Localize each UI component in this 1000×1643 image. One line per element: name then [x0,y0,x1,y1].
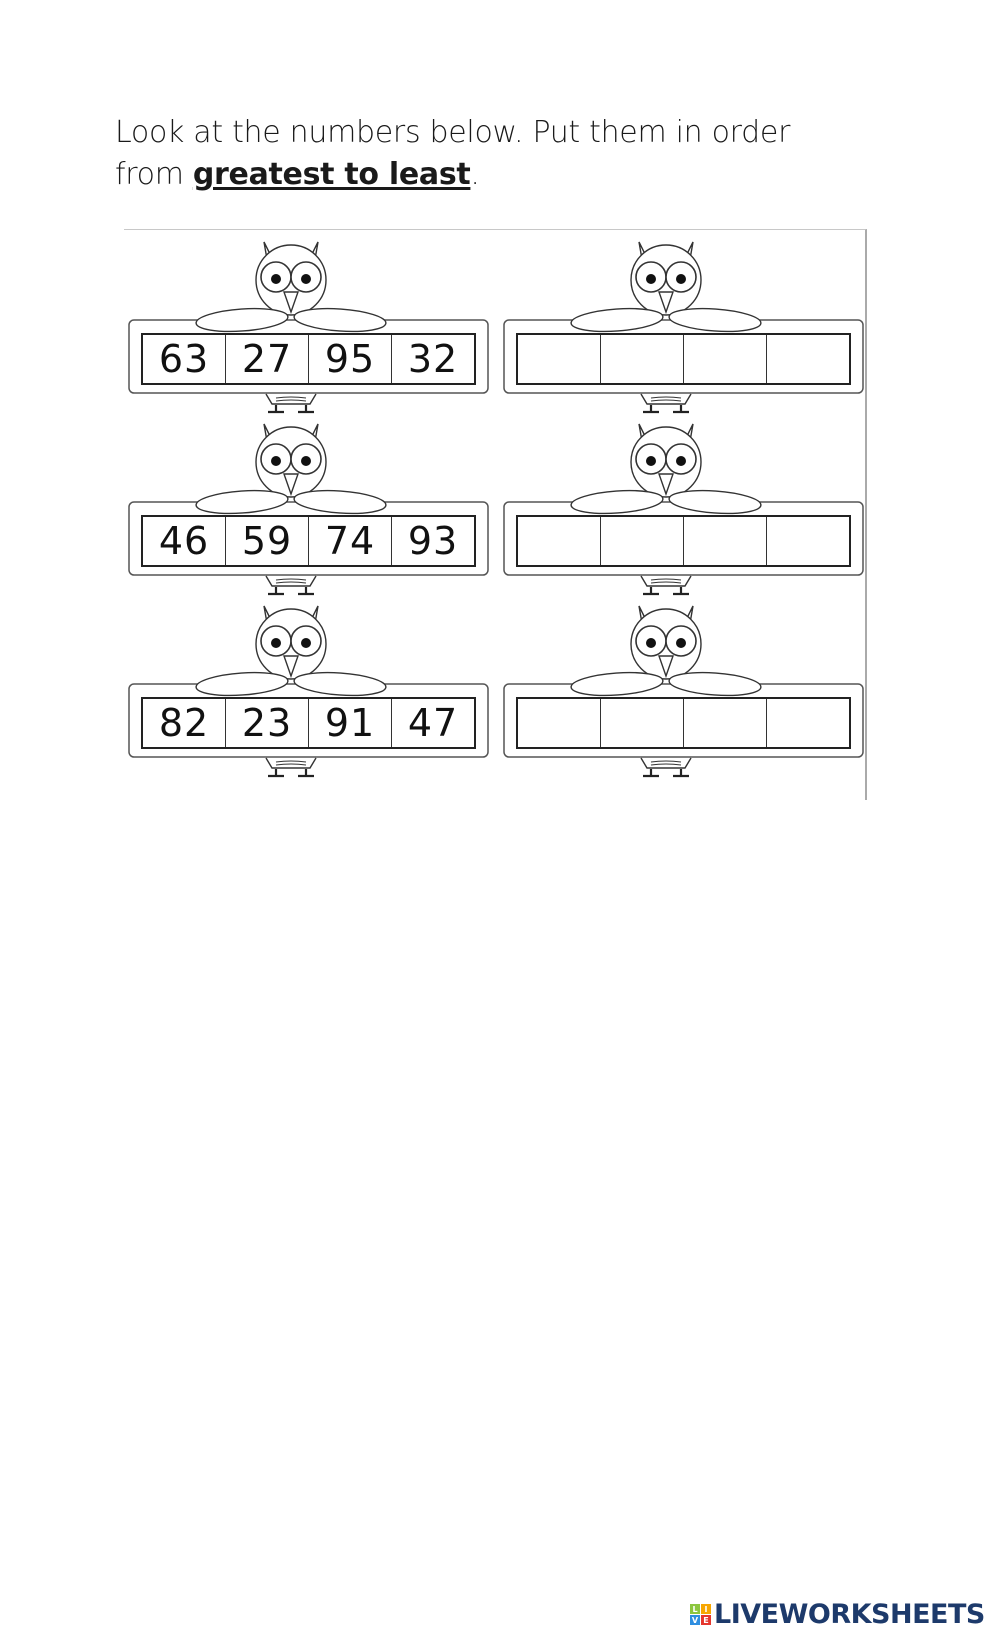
logo-tile: L [690,1604,700,1614]
given-numbers-board: 46 59 74 93 [141,515,476,567]
answer-cell [684,517,767,565]
answer-input-1[interactable] [518,517,600,565]
answer-cell [767,699,849,747]
answer-board [516,333,851,385]
given-number: 74 [309,517,392,565]
liveworksheets-logo: L I V E LIVEWORKSHEETS [690,1599,985,1630]
exercise-row-2: 46 59 74 93 [0,414,1000,599]
given-number: 63 [143,335,226,383]
answer-board [516,515,851,567]
given-number: 47 [407,701,459,745]
answer-cell [767,335,849,383]
answer-owl [501,414,865,599]
instruction-line-2: from greatest to least. [115,154,855,196]
answer-cell [601,517,684,565]
logo-tile: V [690,1615,700,1625]
answer-board [516,697,851,749]
answer-input-4[interactable] [767,335,849,383]
answer-cell [518,335,601,383]
given-numbers-board: 63 27 95 32 [141,333,476,385]
logo-tile: I [701,1604,711,1614]
instruction-suffix: . [470,157,480,192]
given-number: 91 [309,699,392,747]
given-numbers-owl: 63 27 95 32 [126,232,490,417]
answer-owl [501,232,865,417]
answer-input-3[interactable] [684,699,766,747]
answer-input-2[interactable] [601,699,683,747]
answer-cell [518,517,601,565]
given-number: 23 [226,699,309,747]
given-numbers-owl: 46 59 74 93 [126,414,490,599]
given-number: 95 [309,335,392,383]
instruction-line-1: Look at the numbers below. Put them in o… [115,115,791,150]
logo-tile: E [701,1615,711,1625]
answer-input-4[interactable] [767,699,849,747]
exercise-row-1: 63 27 95 32 [0,232,1000,417]
answer-cell [518,699,601,747]
given-number: 82 [143,699,226,747]
answer-input-2[interactable] [601,517,683,565]
instructions: Look at the numbers below. Put them in o… [115,112,855,196]
answer-input-3[interactable] [684,517,766,565]
given-number: 27 [226,335,309,383]
answer-input-1[interactable] [518,699,600,747]
answer-cell [601,335,684,383]
answer-cell [767,517,849,565]
answer-input-1[interactable] [518,335,600,383]
given-numbers-owl: 82 23 91 47 [126,596,490,781]
answer-owl [501,596,865,781]
logo-text: LIVEWORKSHEETS [714,1599,985,1630]
instruction-prefix: from [115,157,193,192]
given-numbers-board: 82 23 91 47 [141,697,476,749]
answer-cell [601,699,684,747]
worksheet-frame [124,229,867,800]
answer-cell [684,335,767,383]
answer-cell [684,699,767,747]
instruction-emphasis: greatest to least [192,157,471,192]
exercise-row-3: 82 23 91 47 [0,596,1000,781]
given-number: 93 [407,519,459,563]
answer-input-4[interactable] [767,517,849,565]
live-tiles-icon: L I V E [690,1604,711,1625]
answer-input-2[interactable] [601,335,683,383]
given-number: 46 [143,517,226,565]
given-number: 59 [226,517,309,565]
given-number: 32 [407,337,459,381]
answer-input-3[interactable] [684,335,766,383]
